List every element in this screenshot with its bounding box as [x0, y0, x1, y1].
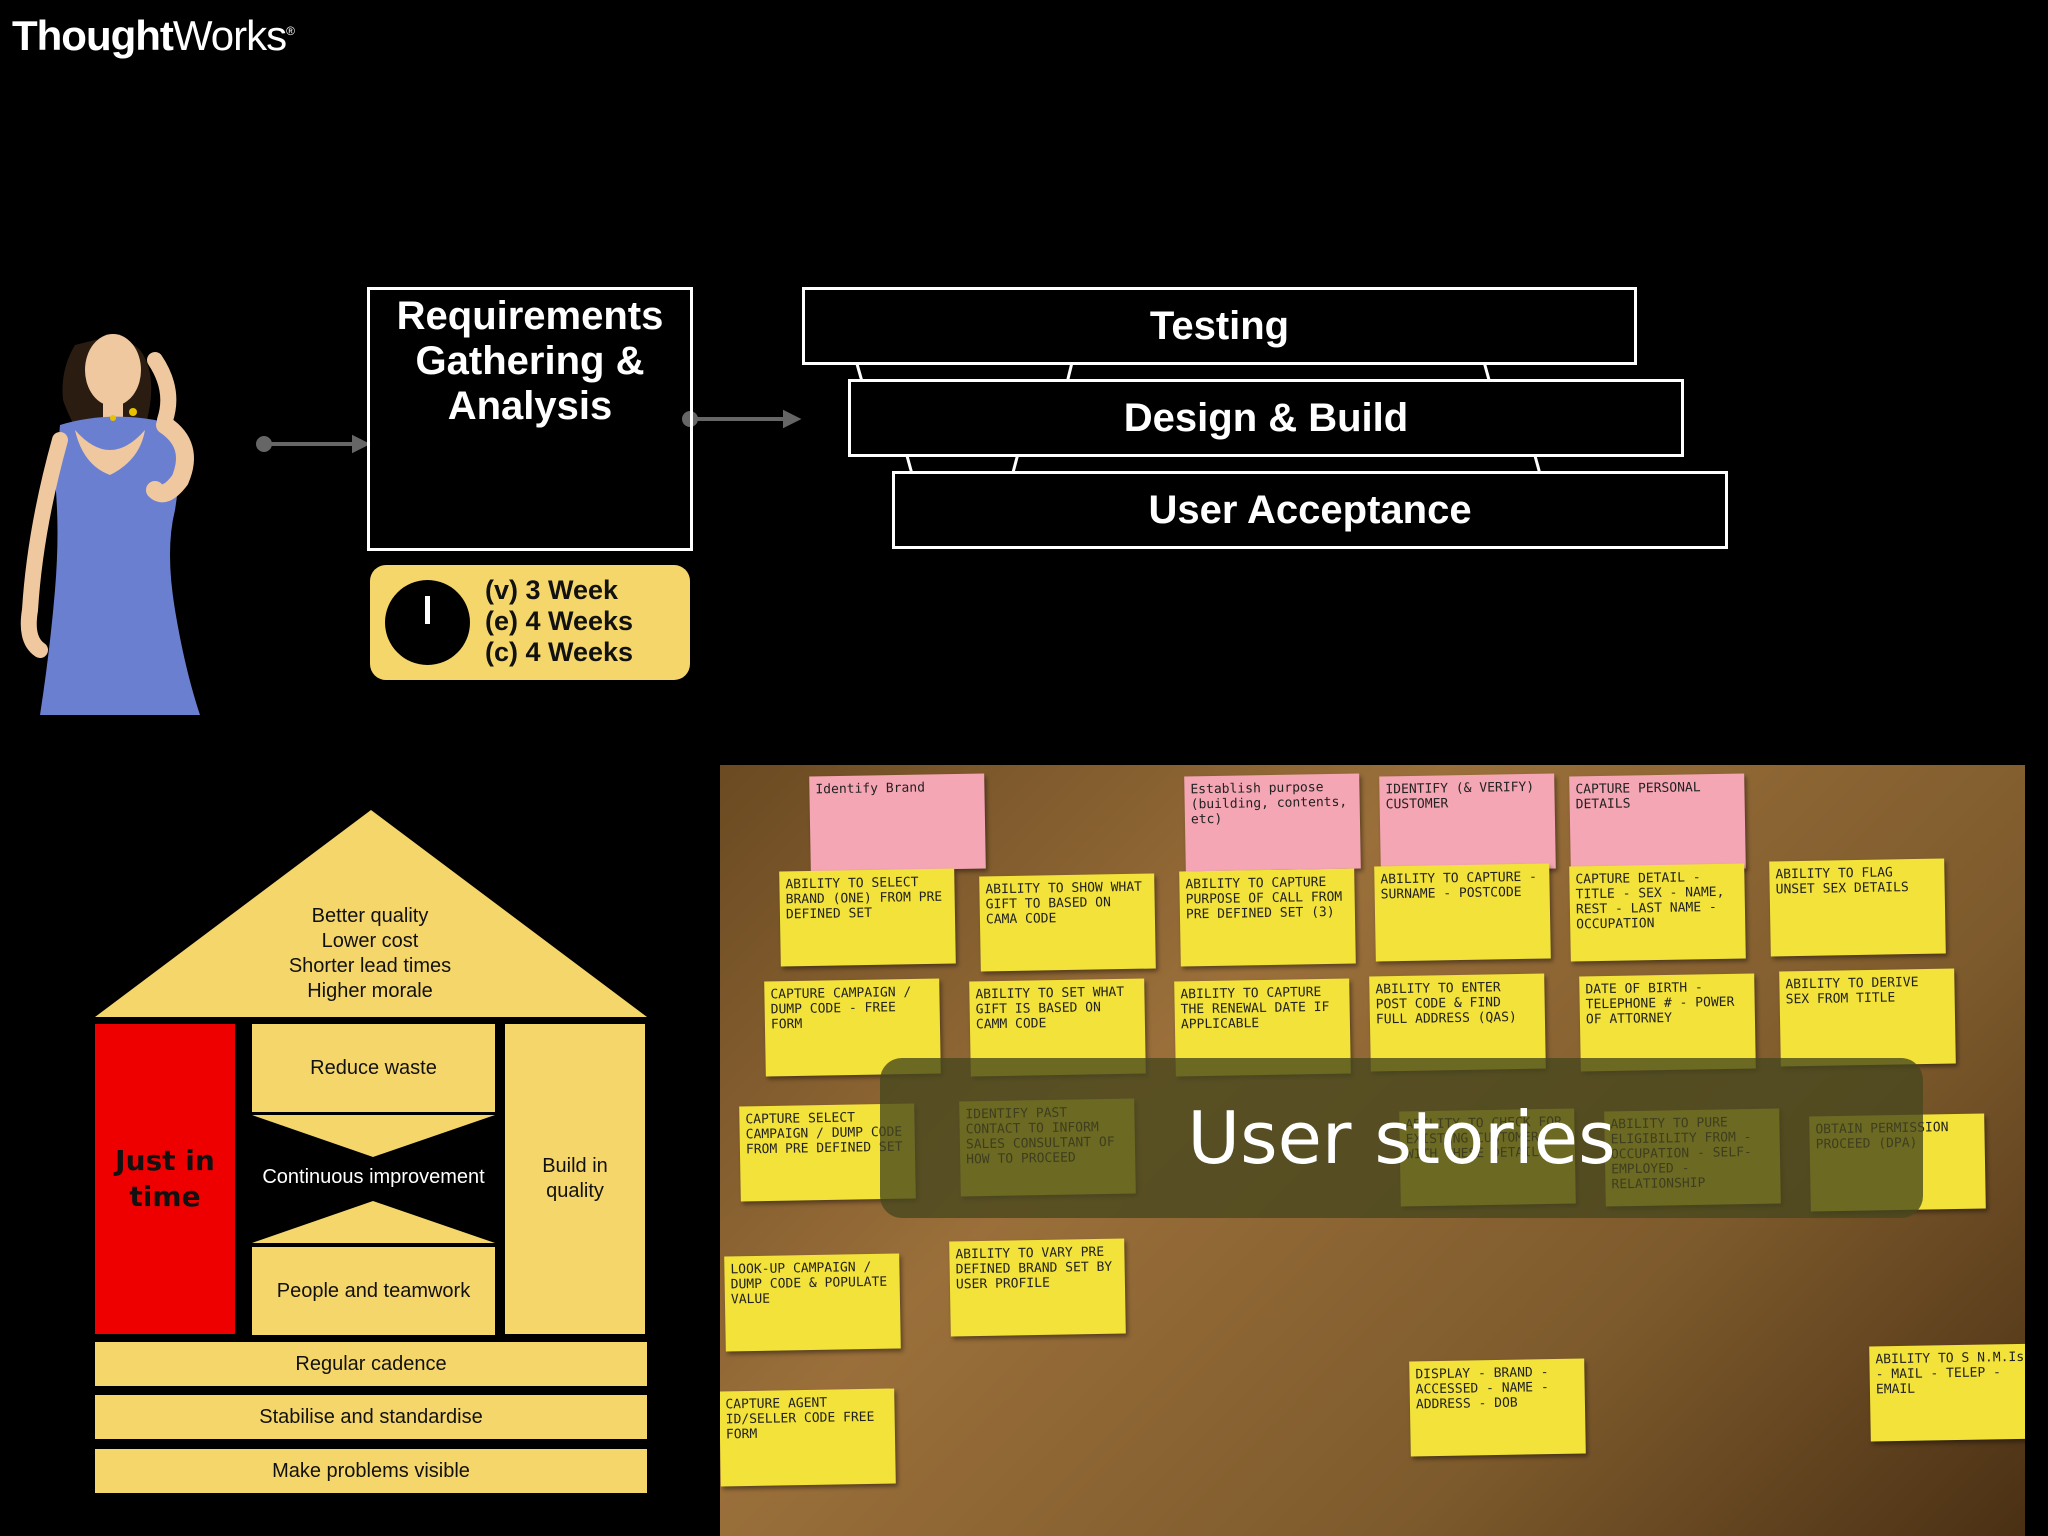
story-card: DATE OF BIRTH - TELEPHONE # - POWER OF A… — [1579, 973, 1756, 1072]
story-card: ABILITY TO S N.M.Is - MAIL - TELEP - EMA… — [1869, 1343, 2025, 1442]
story-card: ABILITY TO SELECT BRAND (ONE) FROM PRE D… — [779, 868, 956, 967]
improvement-arrows — [252, 1115, 495, 1243]
build-in-quality-pillar: Build in quality — [505, 1024, 645, 1334]
story-card: IDENTIFY (& VERIFY) CUSTOMER — [1379, 773, 1556, 872]
regular-cadence-bar: Regular cadence — [95, 1342, 647, 1386]
people-teamwork-block: People and teamwork — [252, 1247, 495, 1335]
duration-line: (e) 4 Weeks — [485, 606, 634, 636]
just-in-time-pillar: Just in time — [95, 1024, 235, 1334]
story-card: ABILITY TO FLAG UNSET SEX DETAILS — [1769, 858, 1946, 957]
duration-callout: (v) 3 Week (e) 4 Weeks (c) 4 Weeks — [370, 565, 690, 680]
story-card: CAPTURE DETAIL - TITLE - SEX - NAME, RES… — [1569, 863, 1746, 962]
story-card: LOOK-UP CAMPAIGN / DUMP CODE & POPULATE … — [724, 1253, 901, 1352]
story-card: CAPTURE PERSONAL DETAILS — [1569, 773, 1746, 872]
story-card: Identify Brand — [809, 773, 986, 872]
story-card: ABILITY TO ENTER POST CODE & FIND FULL A… — [1369, 973, 1546, 1072]
duration-line: (c) 4 Weeks — [485, 637, 634, 667]
story-card: ABILITY TO DERIVE SEX FROM TITLE — [1779, 968, 1956, 1067]
thoughtworks-logo: ThoughtWorks® — [12, 12, 295, 59]
story-card: ABILITY TO CAPTURE - SURNAME - POSTCODE — [1374, 863, 1551, 962]
stabilise-standardise-bar: Stabilise and standardise — [95, 1395, 647, 1439]
design-build-phase-box: Design & Build — [848, 379, 1684, 457]
story-card: ABILITY TO VARY PRE DEFINED BRAND SET BY… — [949, 1238, 1126, 1337]
house-roof — [95, 810, 647, 1017]
user-stories-caption: User stories — [880, 1058, 1923, 1218]
duration-line: (v) 3 Week — [485, 575, 619, 605]
story-card: ABILITY TO CAPTURE PURPOSE OF CALL FROM … — [1179, 868, 1356, 967]
story-card: CAPTURE AGENT ID/SELLER CODE FREE FORM — [720, 1388, 896, 1487]
clock-icon — [385, 580, 470, 665]
testing-phase-box: Testing — [802, 287, 1637, 365]
story-card: Establish purpose (building, contents, e… — [1184, 773, 1361, 872]
house-roof-text: Better quality Lower cost Shorter lead t… — [288, 905, 452, 1002]
story-card: DISPLAY - BRAND - ACCESSED - NAME - ADDR… — [1409, 1358, 1586, 1457]
requirements-box: Requirements Gathering & Analysis — [367, 287, 693, 551]
continuous-improvement-label: Continuous improvement — [262, 1166, 485, 1188]
user-acceptance-phase-box: User Acceptance — [892, 471, 1728, 549]
stressed-woman-illustration — [20, 334, 200, 715]
make-problems-visible-bar: Make problems visible — [95, 1449, 647, 1493]
reduce-waste-block: Reduce waste — [252, 1024, 495, 1112]
story-card: ABILITY TO SHOW WHAT GIFT TO BASED ON CA… — [979, 873, 1156, 972]
